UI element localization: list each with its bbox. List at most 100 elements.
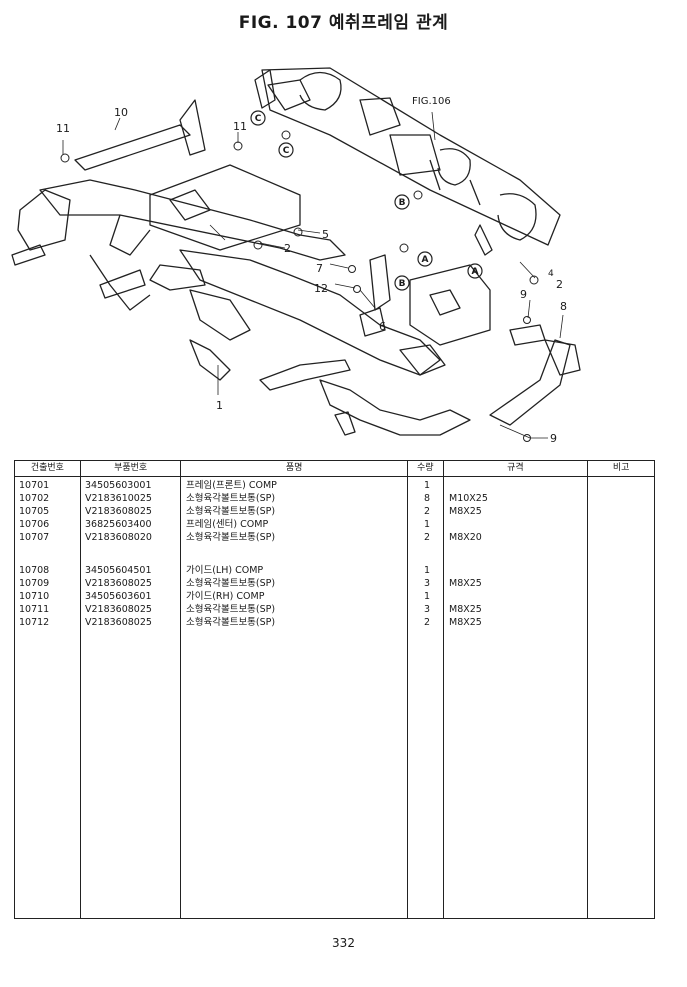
cell-no: 10701 — [19, 480, 50, 491]
cell-no: 10710 — [19, 591, 50, 602]
cell-spec: M8X25 — [449, 604, 482, 615]
cell-quantity: 1 — [423, 519, 431, 530]
cell-no: 10712 — [19, 617, 50, 628]
axle-housing-drawing — [254, 67, 561, 256]
cell-spec — [445, 479, 590, 492]
cell-no: 10705 — [19, 506, 50, 517]
cell-no: 10711 — [19, 604, 50, 615]
marker-a: A — [472, 267, 479, 277]
cell-part-name: 소형육각볼트보통(SP) — [186, 532, 276, 543]
header-remarks: 비고 — [612, 463, 630, 473]
marker-c: C — [255, 114, 262, 124]
cell-spec: M8X25 — [449, 578, 482, 589]
callout-1: 1 — [216, 399, 223, 412]
header-part-name: 품명 — [181, 461, 408, 476]
cell-part-name: 소형육각볼트보통(SP) — [186, 617, 276, 628]
callout-2: 2 — [556, 278, 563, 291]
callout-6: 6 — [379, 320, 386, 333]
marker-a: A — [422, 255, 429, 265]
cell-quantity: 8 — [423, 493, 431, 504]
table-row: 10705 V2183608025 소형육각볼트보통(SP) 2 M8X25 — [15, 505, 654, 518]
cell-part-number: V2183608025 — [85, 506, 152, 517]
cell-part-name: 프레임(프론트) COMP — [186, 480, 277, 491]
guide-rails-drawing — [74, 99, 391, 337]
table-row: 10710 34505603601 가이드(RH) COMP 1 — [15, 590, 654, 603]
cell-part-name: 소형육각볼트보통(SP) — [186, 578, 276, 589]
cell-quantity: 2 — [423, 617, 431, 628]
callout-2: 2 — [284, 242, 291, 255]
cell-part-name: 소형육각볼트보통(SP) — [186, 493, 276, 504]
marker-b: B — [399, 279, 406, 289]
center-frame-drawing — [149, 164, 491, 346]
cell-part-number: V2183608020 — [85, 532, 152, 543]
callout-5: 5 — [322, 228, 329, 241]
cell-part-number: 34505603001 — [85, 480, 152, 491]
cell-no: 10709 — [19, 578, 50, 589]
table-row: 10701 34505603001 프레임(프론트) COMP 1 — [15, 479, 654, 492]
cell-quantity: 1 — [423, 565, 431, 576]
header-no: 건출번호 — [15, 461, 81, 476]
table-row: 10706 36825603400 프레임(센터) COMP 1 — [15, 518, 654, 531]
header-part-number: 부품번호 — [81, 461, 182, 476]
cell-quantity: 3 — [423, 578, 431, 589]
cell-part-name: 가이드(RH) COMP — [186, 591, 265, 602]
front-frame-drawing — [11, 179, 471, 436]
cell-quantity: 3 — [423, 604, 431, 615]
cell-spec: M8X20 — [449, 532, 482, 543]
cell-part-number: 34505604501 — [85, 565, 152, 576]
cell-part-name: 프레임(센터) COMP — [186, 519, 269, 530]
callout-9: 9 — [520, 288, 527, 301]
callout-7: 7 — [316, 262, 323, 275]
cell-part-number: V2183608025 — [85, 604, 152, 615]
callout-11: 11 — [56, 122, 70, 135]
cell-no: 10706 — [19, 519, 50, 530]
cell-quantity: 2 — [423, 506, 431, 517]
frame-assembly-drawing: FIG.106 1 2 2 4 5 6 7 8 9 9 10 11 11 12 … — [11, 67, 581, 445]
callout-8: 8 — [560, 300, 567, 313]
table-row: 10711 V2183608025 소형육각볼트보통(SP) 3 M8X25 — [15, 603, 654, 616]
table-row: 10709 V2183608025 소형육각볼트보통(SP) 3 M8X25 — [15, 577, 654, 590]
cell-part-number: V2183608025 — [85, 578, 152, 589]
diagram-labels: FIG.106 1 2 2 4 5 6 7 8 9 9 10 11 11 12 — [56, 96, 567, 445]
cell-part-number: V2183608025 — [85, 617, 152, 628]
cell-spec: M8X25 — [449, 506, 482, 517]
cell-part-name: 소형육각볼트보통(SP) — [186, 506, 276, 517]
cell-part-name: 가이드(LH) COMP — [186, 565, 264, 576]
guide-rh-drawing — [489, 324, 581, 426]
cell-spec — [445, 518, 590, 531]
page-number: 332 — [332, 936, 355, 950]
callout-10: 10 — [114, 106, 128, 119]
circle-marker-labels: C C B B A A — [255, 114, 479, 289]
cell-quantity: 1 — [423, 591, 431, 602]
cell-part-number: V2183610025 — [85, 493, 152, 504]
figure-reference-label: FIG.106 — [412, 96, 451, 107]
callout-4: 4 — [548, 269, 554, 279]
table-row: 10712 V2183608025 소형육각볼트보통(SP) 2 M8X25 — [15, 616, 654, 629]
cell-spec — [445, 564, 590, 577]
table-row-spacer — [15, 544, 654, 564]
table-header: 건출번호 부품번호 품명 수량 규격 비고 — [15, 461, 654, 477]
cell-no: 10708 — [19, 565, 50, 576]
cell-spec: M8X25 — [449, 617, 482, 628]
cell-no: 10707 — [19, 532, 50, 543]
parts-table: 건출번호 부품번호 품명 수량 규격 비고 10701 34505603001 … — [14, 460, 655, 919]
header-quantity: 수량 — [408, 461, 444, 476]
table-row: 10708 34505604501 가이드(LH) COMP 1 — [15, 564, 654, 577]
cell-spec — [445, 590, 590, 603]
callout-12: 12 — [314, 282, 328, 295]
exploded-parts-diagram: FIG.106 1 2 2 4 5 6 7 8 9 9 10 11 11 12 … — [0, 40, 687, 450]
callout-9: 9 — [550, 432, 557, 445]
callout-11: 11 — [233, 120, 247, 133]
marker-b: B — [399, 198, 406, 208]
cell-no: 10702 — [19, 493, 50, 504]
cell-quantity: 1 — [423, 480, 431, 491]
table-body: 10701 34505603001 프레임(프론트) COMP 1 10702 … — [15, 477, 654, 919]
table-rows: 10701 34505603001 프레임(프론트) COMP 1 10702 … — [15, 477, 654, 629]
marker-c: C — [283, 146, 290, 156]
cell-spec: M10X25 — [449, 493, 488, 504]
table-row: 10702 V2183610025 소형육각볼트보통(SP) 8 M10X25 — [15, 492, 654, 505]
page-title: FIG. 107 예취프레임 관계 — [238, 13, 449, 33]
table-row: 10707 V2183608020 소형육각볼트보통(SP) 2 M8X20 — [15, 531, 654, 544]
cell-part-number: 34505603601 — [85, 591, 152, 602]
header-spec: 규격 — [444, 461, 589, 476]
